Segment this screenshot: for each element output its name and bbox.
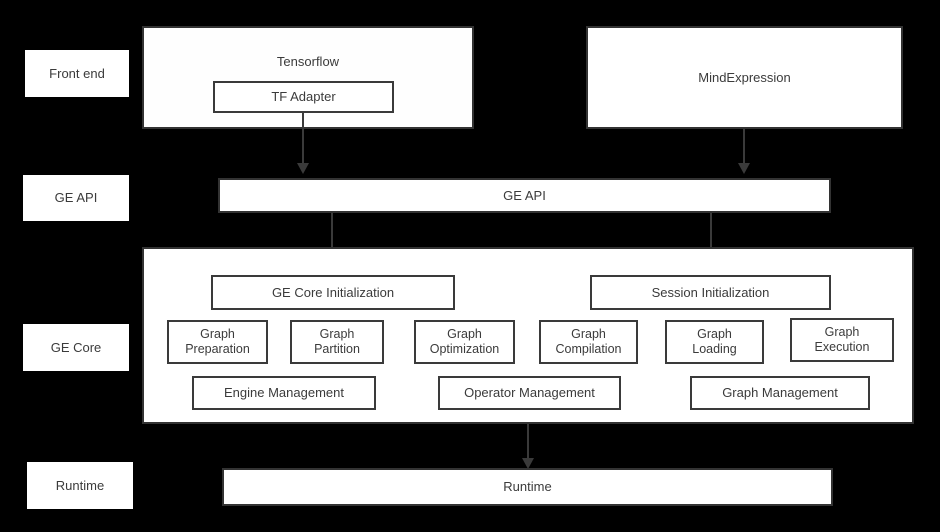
arrowhead-tfadapter-to-geapi — [297, 163, 309, 174]
mindexpression-box[interactable]: MindExpression — [586, 26, 903, 129]
runtime-bar[interactable]: Runtime — [222, 468, 833, 506]
tensorflow-title: Tensorflow — [276, 54, 340, 69]
manager-engine-management[interactable]: Engine Management — [192, 376, 376, 410]
tensorflow-container[interactable]: Tensorflow — [142, 26, 474, 129]
manager-operator-management[interactable]: Operator Management — [438, 376, 621, 410]
arrowhead-gecore-to-runtime — [522, 458, 534, 469]
ge-core-initialization-box[interactable]: GE Core Initialization — [211, 275, 455, 310]
module-graph-compilation[interactable]: Graph Compilation — [539, 320, 638, 364]
module-graph-execution[interactable]: Graph Execution — [790, 318, 894, 362]
session-initialization-box[interactable]: Session Initialization — [590, 275, 831, 310]
connector-geapi-to-gecore-init — [331, 213, 333, 263]
connector-tfadapter-to-geapi — [302, 113, 304, 165]
module-graph-partition[interactable]: Graph Partition — [290, 320, 384, 364]
layer-label-ge-core: GE Core — [23, 324, 129, 371]
module-graph-loading[interactable]: Graph Loading — [665, 320, 764, 364]
manager-graph-management[interactable]: Graph Management — [690, 376, 870, 410]
module-graph-optimization[interactable]: Graph Optimization — [414, 320, 515, 364]
arrowhead-mindexpression-to-geapi — [738, 163, 750, 174]
layer-label-front-end: Front end — [25, 50, 129, 97]
connector-gecore-to-runtime — [527, 424, 529, 462]
module-graph-preparation[interactable]: Graph Preparation — [167, 320, 268, 364]
layer-label-ge-api: GE API — [23, 175, 129, 221]
tf-adapter-box[interactable]: TF Adapter — [213, 81, 394, 113]
layer-label-runtime: Runtime — [27, 462, 133, 509]
connector-geapi-to-session-init — [710, 213, 712, 263]
connector-mindexpression-to-geapi — [743, 129, 745, 165]
ge-api-bar[interactable]: GE API — [218, 178, 831, 213]
